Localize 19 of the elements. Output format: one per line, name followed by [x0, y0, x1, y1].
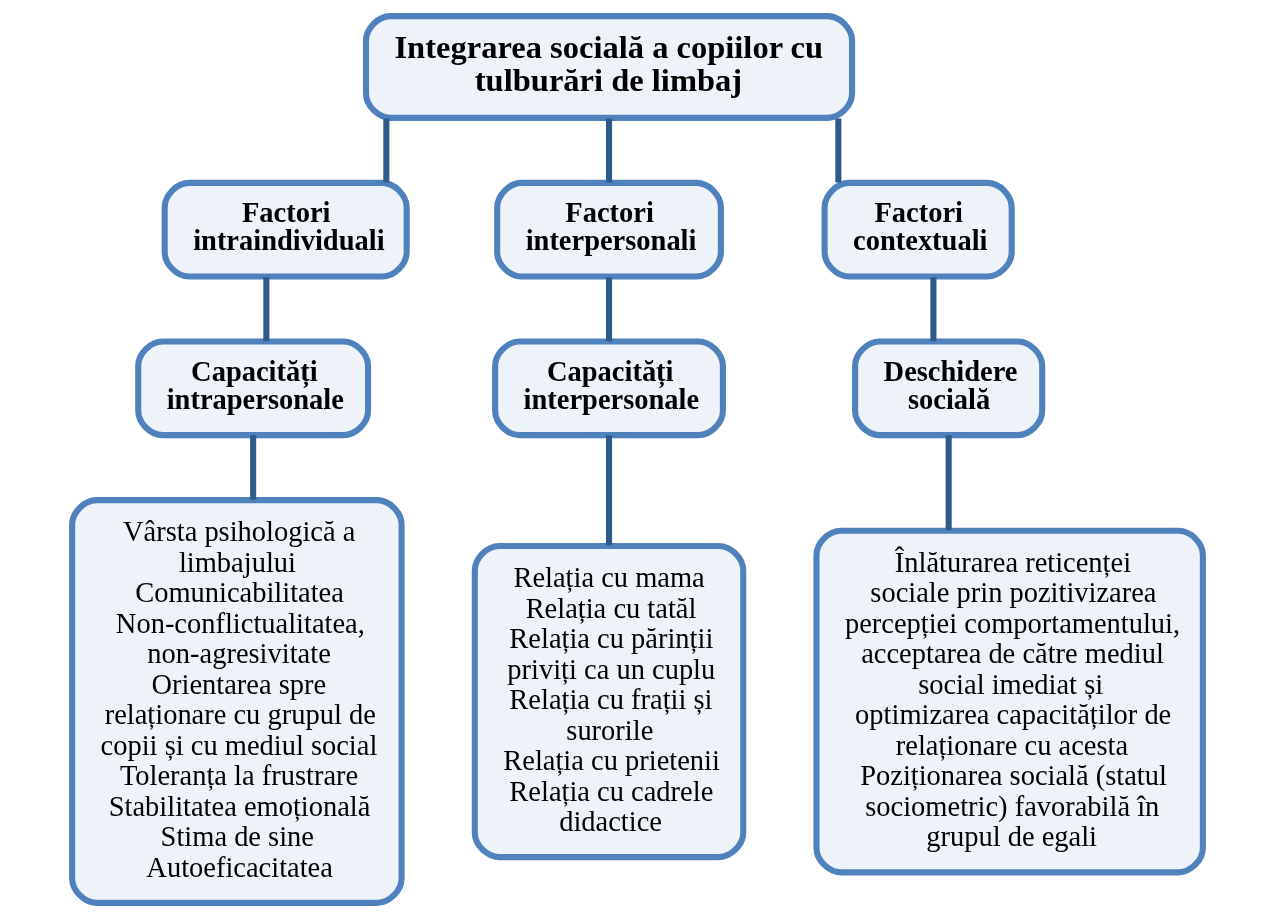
node-box: Relația cu mama Relația cu tatăl Relația cu părinții priviți ca un cuplu Relația cu frații și surorile Relația cu prietenii Relația cu cadrele didactice — [471, 542, 746, 861]
connector — [834, 118, 841, 183]
node-box: Înlăturarea reticenței sociale prin pozitivizarea percepției comportamentului, acceptarea de către mediul social imediat și optimizarea capacităților de relaționare cu acesta Poziționarea socială (statul sociometric) favorabilă în grupul de egali — [812, 527, 1206, 876]
connector — [262, 277, 269, 342]
connector — [605, 118, 612, 183]
connector — [945, 435, 952, 531]
connector — [605, 435, 612, 546]
node-box: Capacități interpersonale — [491, 338, 726, 439]
node-box: Factori intraindividuali — [161, 179, 410, 280]
connector — [382, 118, 389, 183]
node-box: Factori contextuali — [821, 179, 1015, 280]
connector — [249, 435, 256, 500]
connector — [929, 277, 936, 342]
node-box: Vârsta psihologică a limbajului Comunicabilitatea Non-conflictualitatea, non-agresivitate Orientarea spre relaționare cu grupul de copii și cu mediul social Toleranța la frustrare Stabilitatea emoțională Stima de sine Autoeficacitatea — [68, 497, 405, 906]
connector — [605, 277, 612, 342]
node-box: Deschidere socială — [851, 338, 1045, 439]
node-box: Integrarea socială a copiilor cu tulburări de limbaj — [362, 13, 855, 121]
node-box: Factori interpersonali — [493, 179, 724, 280]
node-box: Capacități intrapersonale — [134, 338, 371, 439]
